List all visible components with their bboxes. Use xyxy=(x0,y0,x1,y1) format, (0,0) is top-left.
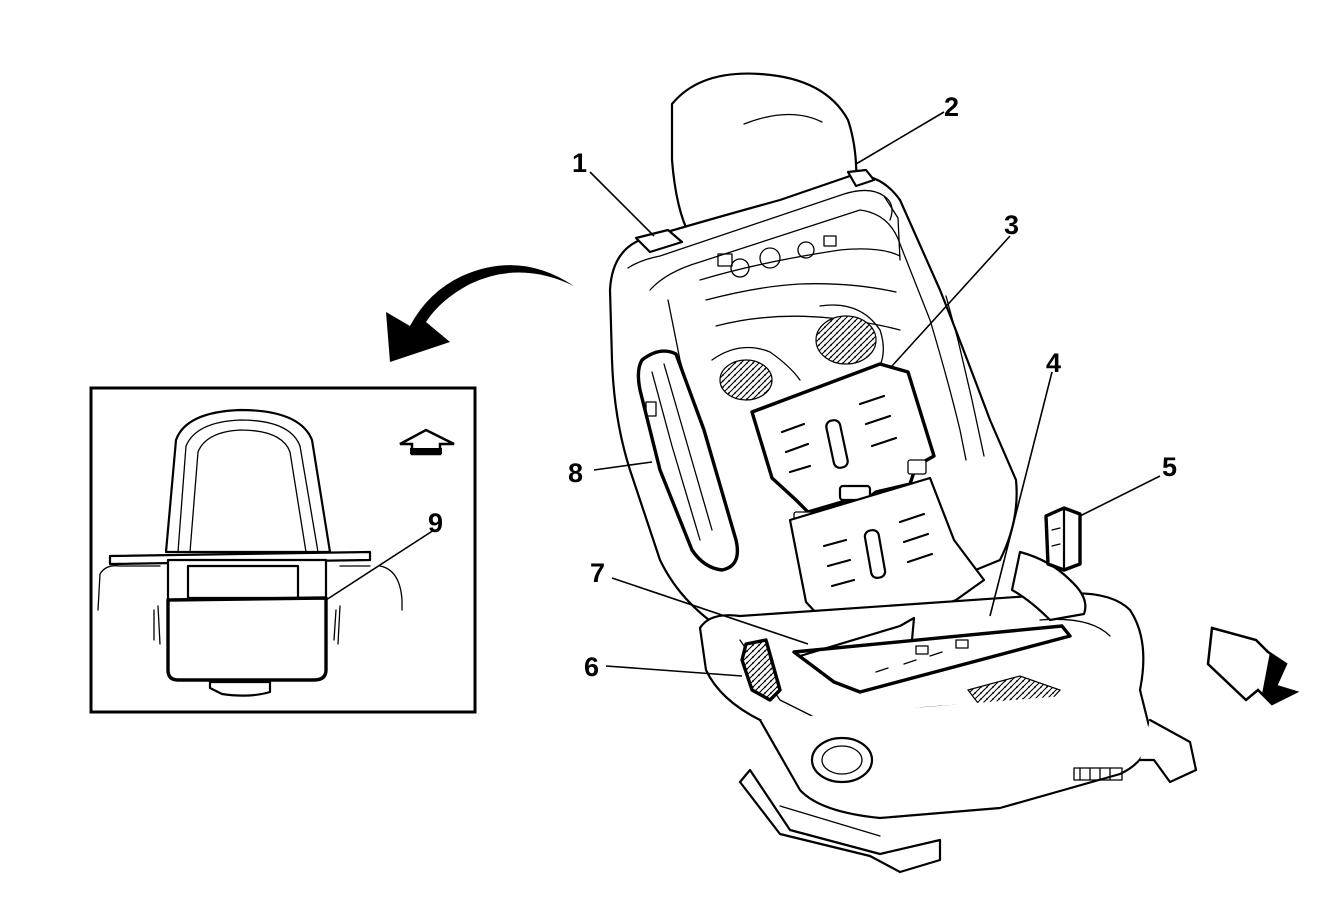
seatback-rear-view xyxy=(97,550,403,645)
headrest-guide-left xyxy=(634,228,684,254)
detail-inset xyxy=(89,386,477,714)
headrest-guide-right xyxy=(846,168,876,188)
pad-slots-upper xyxy=(780,394,898,474)
rear-panel xyxy=(166,596,328,697)
callout-3: 3 xyxy=(1004,210,1019,240)
callout-labels: 1 2 3 4 5 6 7 8 9 xyxy=(428,92,1177,682)
curved-arrow-icon xyxy=(386,265,574,362)
callout-1: 1 xyxy=(572,148,587,178)
side-airbag-module xyxy=(636,349,740,572)
seatback-heater-pad xyxy=(750,362,936,525)
cushion-heater-pad xyxy=(792,616,1072,694)
callout-4: 4 xyxy=(1046,348,1061,378)
seat-illustration xyxy=(608,72,1198,874)
side-switch-module xyxy=(740,638,782,702)
callout-5: 5 xyxy=(1162,452,1177,482)
front-arrow-icon xyxy=(1206,626,1300,706)
up-arrow-icon xyxy=(399,428,455,456)
callout-9: 9 xyxy=(428,508,443,538)
callout-6: 6 xyxy=(584,652,599,682)
callout-8: 8 xyxy=(568,458,583,488)
headrest-rear-view xyxy=(164,408,332,554)
callout-7: 7 xyxy=(590,558,605,588)
leader-lines xyxy=(325,111,1161,677)
seat-cushion xyxy=(698,592,1198,874)
lumbar-springs xyxy=(719,315,877,401)
callout-2: 2 xyxy=(944,92,959,122)
control-module xyxy=(1044,506,1082,572)
